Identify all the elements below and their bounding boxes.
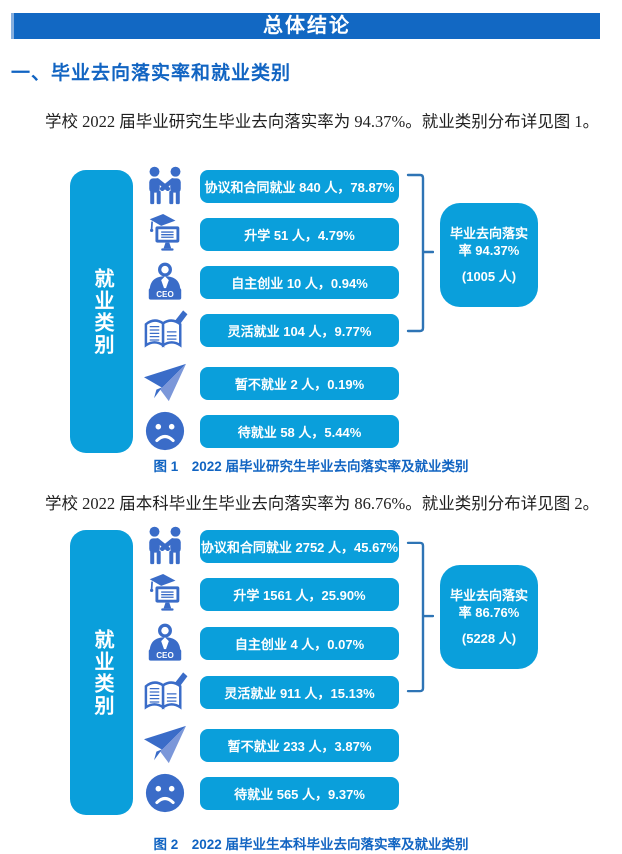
book-pencil-icon (140, 308, 190, 352)
graduation-icon (140, 572, 190, 616)
category-row: 待就业 58 人，5.44% (0, 409, 622, 453)
figure-2: 就业类别 协议和合同就业 2752 人，45.67% 升学 1561 人，25.… (0, 525, 622, 854)
category-bar: 待就业 58 人，5.44% (200, 415, 399, 448)
category-label: 待就业 58 人，5.44% (237, 425, 362, 440)
sad-face-icon (140, 409, 190, 453)
category-label: 灵活就业 104 人，9.77% (227, 324, 372, 339)
category-bar: 自主创业 4 人，0.07% (200, 627, 399, 660)
handshake-icon (140, 524, 190, 568)
side-category-box: 就业类别 (70, 530, 133, 815)
brace-connector (406, 173, 434, 333)
page-banner: 总体结论 (11, 13, 600, 39)
paper-plane-icon (140, 361, 190, 405)
category-label: 协议和合同就业 840 人，78.87% (204, 180, 395, 195)
category-row: 升学 1561 人，25.90% (0, 572, 622, 616)
svg-text:CEO: CEO (156, 290, 174, 299)
side-category-label: 就业类别 (91, 267, 113, 356)
placement-rate-bubble: 毕业去向落实 率 86.76% (5228 人) (440, 565, 538, 669)
category-label: 升学 51 人，4.79% (244, 228, 355, 243)
bubble-line3: (1005 人) (461, 269, 517, 284)
category-row: 协议和合同就业 2752 人，45.67% (0, 524, 622, 568)
category-row: CEO 自主创业 4 人，0.07% (0, 621, 622, 665)
category-row: 协议和合同就业 840 人，78.87% (0, 164, 622, 208)
category-bar: 暂不就业 233 人，3.87% (200, 729, 399, 762)
category-bar: 协议和合同就业 2752 人，45.67% (200, 530, 399, 563)
category-label: 自主创业 4 人，0.07% (234, 637, 365, 652)
category-label: 暂不就业 233 人，3.87% (227, 739, 372, 754)
figure-2-caption: 图 2 2022 届毕业生本科毕业去向落实率及就业类别 (153, 837, 469, 852)
svg-text:CEO: CEO (156, 651, 174, 660)
brace-connector (406, 541, 434, 693)
side-category-box: 就业类别 (70, 170, 133, 453)
category-label: 自主创业 10 人，0.94% (231, 276, 368, 291)
handshake-icon (140, 164, 190, 208)
ceo-icon: CEO (140, 621, 190, 665)
category-row: CEO 自主创业 10 人，0.94% (0, 260, 622, 304)
category-bar: 灵活就业 104 人，9.77% (200, 314, 399, 347)
category-label: 灵活就业 911 人，15.13% (224, 686, 375, 701)
category-bar: 升学 1561 人，25.90% (200, 578, 399, 611)
bubble-line1: 毕业去向落实 (449, 226, 528, 241)
category-row: 待就业 565 人，9.37% (0, 771, 622, 815)
bubble-line2: 率 86.76% (458, 605, 520, 620)
category-row: 暂不就业 233 人，3.87% (0, 723, 622, 767)
category-label: 升学 1561 人，25.90% (233, 588, 366, 603)
bubble-line2: 率 94.37% (458, 243, 520, 258)
paragraph-1: 学校 2022 届毕业研究生毕业去向落实率为 94.37%。就业类别分布详见图 … (45, 112, 600, 131)
paper-plane-icon (140, 723, 190, 767)
category-row: 升学 51 人，4.79% (0, 212, 622, 256)
category-row: 暂不就业 2 人，0.19% (0, 361, 622, 405)
category-label: 暂不就业 2 人，0.19% (234, 377, 365, 392)
category-bar: 暂不就业 2 人，0.19% (200, 367, 399, 400)
category-row: 灵活就业 104 人，9.77% (0, 308, 622, 352)
figure-1: 就业类别 协议和合同就业 840 人，78.87% 升学 51 人，4.79% … (0, 165, 622, 477)
placement-rate-bubble: 毕业去向落实 率 94.37% (1005 人) (440, 203, 538, 307)
ceo-icon: CEO (140, 260, 190, 304)
section-heading: 一、毕业去向落实率和就业类别 (11, 63, 292, 84)
bubble-line1: 毕业去向落实 (449, 588, 528, 603)
category-bar: 自主创业 10 人，0.94% (200, 266, 399, 299)
paragraph-2: 学校 2022 届本科毕业生毕业去向落实率为 86.76%。就业类别分布详见图 … (45, 494, 600, 513)
category-bar: 升学 51 人，4.79% (200, 218, 399, 251)
category-row: 灵活就业 911 人，15.13% (0, 670, 622, 714)
book-pencil-icon (140, 670, 190, 714)
banner-title: 总体结论 (263, 15, 351, 37)
category-label: 待就业 565 人，9.37% (234, 787, 365, 802)
graduation-icon (140, 212, 190, 256)
bubble-line3: (5228 人) (461, 631, 517, 646)
category-bar: 待就业 565 人，9.37% (200, 777, 399, 810)
category-label: 协议和合同就业 2752 人，45.67% (200, 540, 399, 555)
side-category-label: 就业类别 (91, 628, 113, 717)
figure-1-caption: 图 1 2022 届毕业研究生毕业去向落实率及就业类别 (153, 459, 469, 474)
category-bar: 灵活就业 911 人，15.13% (200, 676, 399, 709)
category-bar: 协议和合同就业 840 人，78.87% (200, 170, 399, 203)
sad-face-icon (140, 771, 190, 815)
